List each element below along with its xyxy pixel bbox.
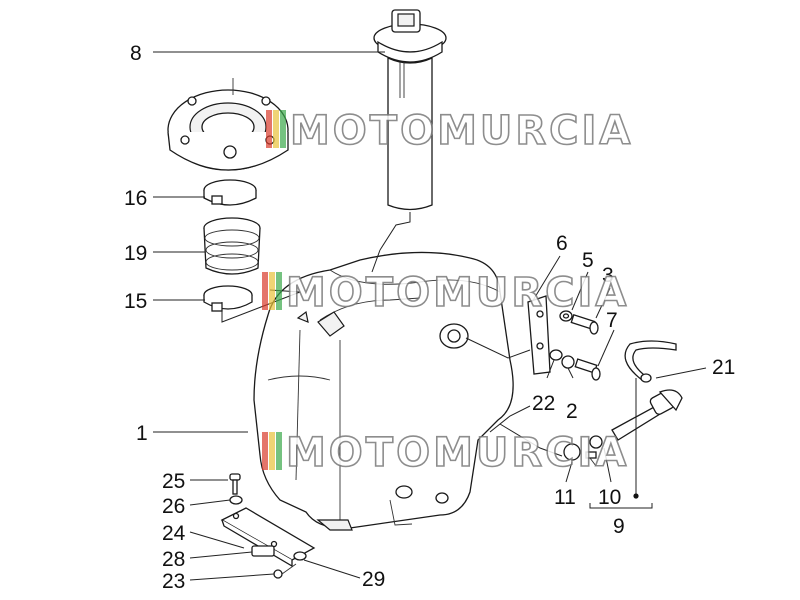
- clip-28: [251, 545, 275, 557]
- callout-10: 10: [598, 486, 621, 509]
- callout-5: 5: [582, 249, 594, 272]
- callout-23: 23: [162, 570, 185, 593]
- bolt-3: [570, 313, 599, 335]
- watermark-text: MOTOMURCIA: [286, 270, 629, 316]
- fuel-tank: [253, 251, 514, 531]
- watermark-stripe-yellow: [269, 272, 275, 310]
- callout-22: 22: [532, 392, 555, 415]
- callout-8: 8: [130, 42, 142, 65]
- screw-25: [229, 473, 241, 495]
- rubber-sleeve: [203, 217, 261, 275]
- watermark-stripe-red: [266, 110, 272, 148]
- callout-26: 26: [162, 495, 185, 518]
- fuel-level-sender: [373, 9, 447, 211]
- callout-11: 11: [554, 486, 576, 509]
- washer-29: [293, 551, 307, 561]
- callout-2: 2: [566, 400, 578, 423]
- mounting-bracket: [527, 295, 551, 375]
- callout-15: 15: [124, 290, 147, 313]
- watermark-text: MOTOMURCIA: [286, 430, 629, 476]
- bolt-7: [574, 358, 601, 381]
- nut-2: [561, 355, 575, 369]
- callout-29: 29: [362, 568, 385, 591]
- callout-25: 25: [162, 470, 185, 493]
- callout-labels: 8 16 19 15 1 6 5 3 7 21 22 2 11 10 9 25 …: [124, 42, 735, 593]
- watermark-stripe-yellow: [269, 432, 275, 470]
- watermark-top: MOTOMURCIA: [266, 107, 633, 155]
- watermark-stripe-yellow: [273, 110, 279, 148]
- filler-neck-flange: [167, 78, 289, 171]
- callout-21: 21: [712, 356, 735, 379]
- callout-3: 3: [602, 264, 614, 287]
- callout-6: 6: [556, 232, 568, 255]
- watermark-stripe-red: [262, 432, 268, 470]
- hose-clamp-upper: [203, 179, 257, 206]
- breather-hose: [624, 340, 677, 383]
- washer-26: [229, 495, 243, 505]
- watermark-middle: MOTOMURCIA: [262, 269, 629, 317]
- watermark-stripe-green: [276, 272, 282, 310]
- callout-1: 1: [136, 422, 148, 445]
- callout-19: 19: [124, 242, 147, 265]
- callout-28: 28: [162, 548, 185, 571]
- leader-lines: [153, 51, 707, 581]
- watermark-stripe-red: [262, 272, 268, 310]
- watermark-text: MOTOMURCIA: [290, 108, 633, 154]
- callout-24: 24: [162, 522, 186, 545]
- hose-clamp-lower: [203, 285, 253, 312]
- callout-16: 16: [124, 187, 147, 210]
- callout-7: 7: [606, 309, 618, 332]
- watermark-stripe-green: [276, 432, 282, 470]
- nut-23: [273, 563, 297, 579]
- watermark-bottom: MOTOMURCIA: [262, 429, 629, 477]
- watermark-stripe-green: [280, 110, 286, 148]
- washer-5: [559, 310, 573, 322]
- callout-9: 9: [613, 515, 625, 538]
- washer-22: [549, 349, 563, 361]
